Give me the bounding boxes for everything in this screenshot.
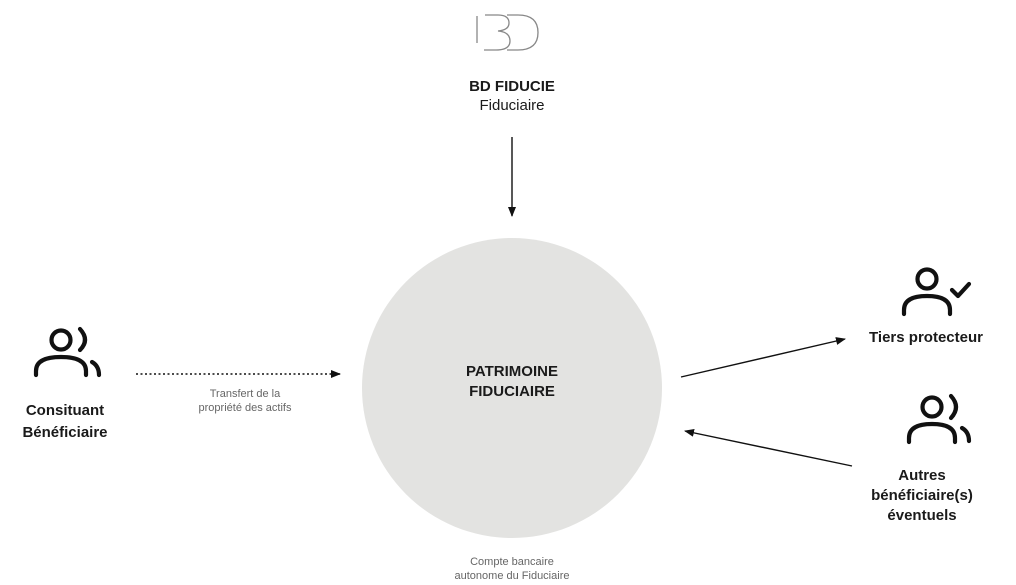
patrimoine-label-line1: PATRIMOINE — [466, 363, 558, 380]
autres-label-line2: bénéficiaire(s) — [871, 487, 973, 504]
transfer-caption-line1: Transfert de la — [209, 388, 281, 400]
patrimoine-label: PATRIMOINE FIDUCIAIRE — [412, 362, 612, 402]
bd-logo — [476, 14, 539, 51]
compte-caption-line2: autonome du Fiduciaire — [454, 570, 570, 582]
transfer-caption-line2: propriété des actifs — [198, 402, 292, 414]
compte-caption: Compte bancaire autonome du Fiduciaire — [412, 555, 612, 583]
arrow-from-autres-beneficiaires — [684, 428, 853, 467]
autres-beneficiaires-label: Autres bénéficiaire(s) éventuels — [832, 466, 1012, 526]
constituant-label: Consituant Bénéficiaire — [0, 400, 130, 444]
fiduciary-role: Fiduciaire — [479, 97, 545, 114]
fiduciary-name: BD FIDUCIE — [469, 78, 555, 95]
user-check-icon — [901, 267, 972, 317]
compte-caption-line1: Compte bancaire — [470, 556, 554, 568]
patrimoine-circle — [362, 238, 662, 538]
constituant-label-line2: Bénéficiaire — [22, 424, 108, 441]
autres-label-line3: éventuels — [887, 507, 957, 524]
transfer-caption: Transfert de la propriété des actifs — [150, 387, 340, 415]
users-icon — [33, 326, 102, 378]
users-icon — [906, 393, 972, 445]
arrow-to-tiers-protecteur — [680, 337, 846, 378]
autres-label-line1: Autres — [898, 467, 946, 484]
constituant-label-line1: Consituant — [25, 402, 105, 419]
patrimoine-label-line2: FIDUCIAIRE — [469, 383, 555, 400]
tiers-protecteur-label: Tiers protecteur — [869, 329, 983, 346]
